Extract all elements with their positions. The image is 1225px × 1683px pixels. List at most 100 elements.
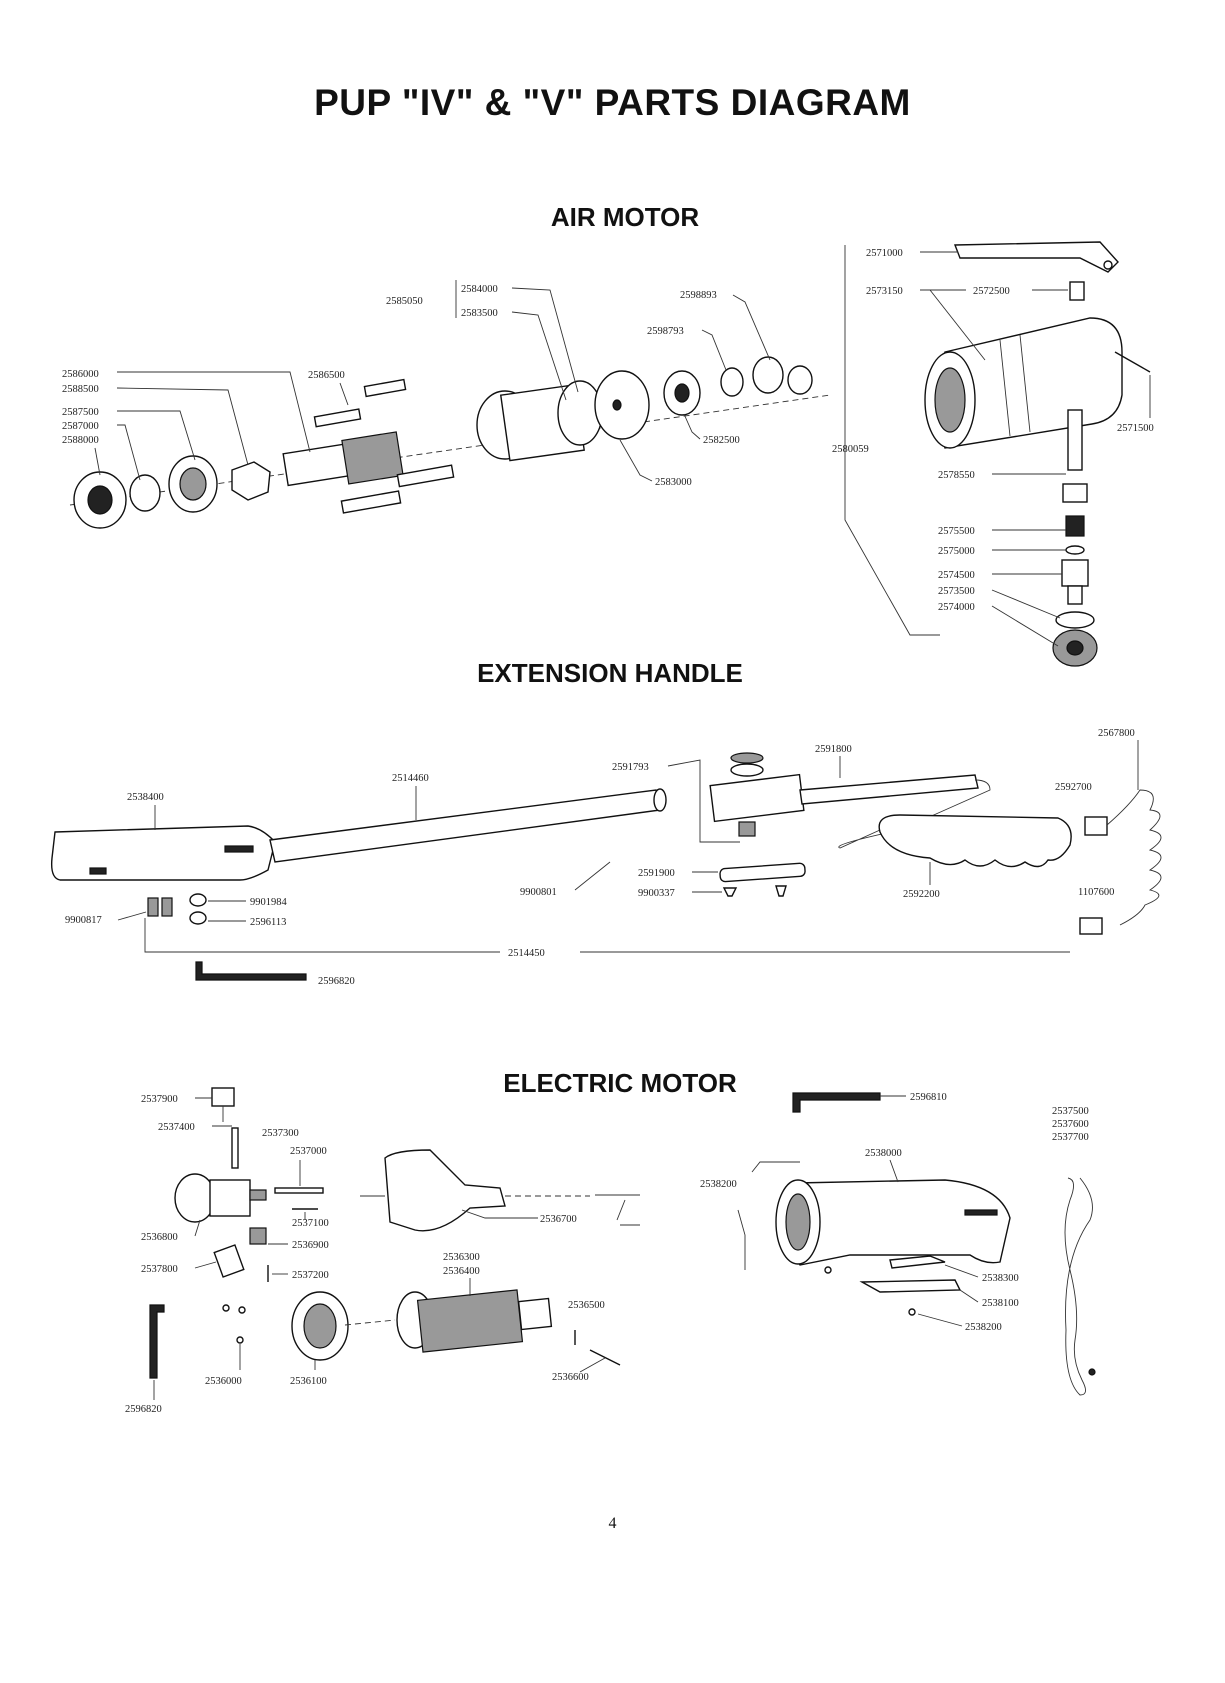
coil-cord-part <box>1106 789 1162 926</box>
part-label: 2588500 <box>62 384 99 395</box>
part-label: 2591793 <box>612 762 649 773</box>
part-label: 2571000 <box>866 248 903 259</box>
part-label: 2538200 <box>965 1322 1002 1333</box>
section-heading-electric-motor: ELECTRIC MOTOR <box>503 1068 737 1098</box>
hex-key-part <box>195 961 307 981</box>
part-label: 2536700 <box>540 1214 577 1225</box>
part-label: 2536000 <box>205 1376 242 1387</box>
part-label: 2536300 <box>443 1252 480 1263</box>
part-label: 2536600 <box>552 1372 589 1383</box>
motor-housing-part <box>775 1179 1011 1266</box>
air-housing-part <box>924 317 1123 449</box>
electric-motor-assembly <box>149 1087 1096 1396</box>
vane-part <box>313 408 362 428</box>
part-label: 2567800 <box>1098 728 1135 739</box>
part-label: 2536100 <box>290 1376 327 1387</box>
plug-part <box>1079 917 1103 935</box>
part-label: 9901984 <box>250 897 288 908</box>
part-label: 2514450 <box>508 948 545 959</box>
hex-key-part <box>792 1092 881 1113</box>
part-label: 2537600 <box>1052 1119 1089 1130</box>
part-label: 2538400 <box>127 792 164 803</box>
part-label: 2575000 <box>938 546 975 557</box>
extension-handle-labels: 2538400 2514460 2591793 2591800 2567800 … <box>65 728 1139 987</box>
handle-body-part <box>50 825 276 881</box>
part-label: 2536500 <box>568 1300 605 1311</box>
part-label: 2537900 <box>141 1094 178 1105</box>
part-label: 9900337 <box>638 888 675 899</box>
part-label: 2596810 <box>910 1092 947 1103</box>
part-label: 2571500 <box>1117 423 1154 434</box>
coupler-part <box>709 773 805 823</box>
part-label: 2585050 <box>386 296 423 307</box>
part-label: 2573150 <box>866 286 903 297</box>
part-label: 2596820 <box>125 1404 162 1415</box>
part-label: 2587000 <box>62 421 99 432</box>
part-label: 2586000 <box>62 369 99 380</box>
switch-part <box>211 1087 235 1107</box>
nose-cone-part <box>384 1149 506 1232</box>
part-label: 2537200 <box>292 1270 329 1281</box>
part-label: 2574500 <box>938 570 975 581</box>
part-label: 2573500 <box>938 586 975 597</box>
section-heading-air-motor: AIR MOTOR <box>550 202 700 232</box>
part-label: 2537700 <box>1052 1132 1089 1143</box>
grip-part <box>878 814 1072 868</box>
part-label: 2538200 <box>700 1179 737 1190</box>
part-label: 2596820 <box>318 976 355 987</box>
brush-holder-part <box>174 1173 216 1223</box>
part-label: 2592700 <box>1055 782 1092 793</box>
part-label: 2596113 <box>250 917 286 928</box>
part-label: 2537300 <box>262 1128 299 1139</box>
part-label: 2592200 <box>903 889 940 900</box>
rod-part <box>799 774 979 805</box>
part-label: 2574000 <box>938 602 975 613</box>
part-label: 2578550 <box>938 470 975 481</box>
switch-cover-part <box>859 1279 962 1293</box>
end-plate-part <box>594 370 650 440</box>
part-label: 2538300 <box>982 1273 1019 1284</box>
hex-key-part <box>149 1304 165 1379</box>
part-label: 2575500 <box>938 526 975 537</box>
part-label: 2586500 <box>308 370 345 381</box>
part-label: 2591800 <box>815 744 852 755</box>
part-label: 2587500 <box>62 407 99 418</box>
part-label: 9900801 <box>520 887 557 898</box>
part-label: 2537000 <box>290 1146 327 1157</box>
part-label: 2583000 <box>655 477 692 488</box>
part-label: 2584000 <box>461 284 498 295</box>
bearing-bore <box>87 485 113 515</box>
part-label: 2537500 <box>1052 1106 1089 1117</box>
washer-part <box>129 474 161 512</box>
part-label: 2537800 <box>141 1264 178 1275</box>
hex-nut-part <box>231 461 271 501</box>
power-cord-part <box>1064 1177 1093 1396</box>
part-label: 2536900 <box>292 1240 329 1251</box>
page-number: 4 <box>608 1515 617 1532</box>
valve-stack <box>1052 409 1098 667</box>
part-label: 2536800 <box>141 1232 178 1243</box>
part-label: 2598893 <box>680 290 717 301</box>
bracket-part <box>953 241 1119 273</box>
part-label: 2572500 <box>973 286 1010 297</box>
page-title: PUP "IV" & "V" PARTS DIAGRAM <box>314 82 911 123</box>
air-motor-labels: 2586000 2588500 2587500 2587000 2588000 … <box>62 248 1154 647</box>
part-label: 1107600 <box>1078 887 1114 898</box>
part-label: 9900817 <box>65 915 102 926</box>
part-label: 2591900 <box>638 868 675 879</box>
armature-part <box>396 1289 553 1353</box>
electric-motor-labels: 2537900 2537400 2537300 2537000 2536800 … <box>125 1092 1089 1415</box>
part-label: 2538000 <box>865 1148 902 1159</box>
section-heading-extension-handle: EXTENSION HANDLE <box>477 658 743 688</box>
part-label: 2537400 <box>158 1122 195 1133</box>
part-label: 2537100 <box>292 1218 329 1229</box>
extension-handle-assembly <box>50 752 1162 981</box>
part-label: 2538100 <box>982 1298 1019 1309</box>
part-label: 2580059 <box>832 444 869 455</box>
plate-part <box>719 862 806 883</box>
connector-part <box>1084 816 1108 836</box>
part-label: 2598793 <box>647 326 684 337</box>
part-label: 2582500 <box>703 435 740 446</box>
